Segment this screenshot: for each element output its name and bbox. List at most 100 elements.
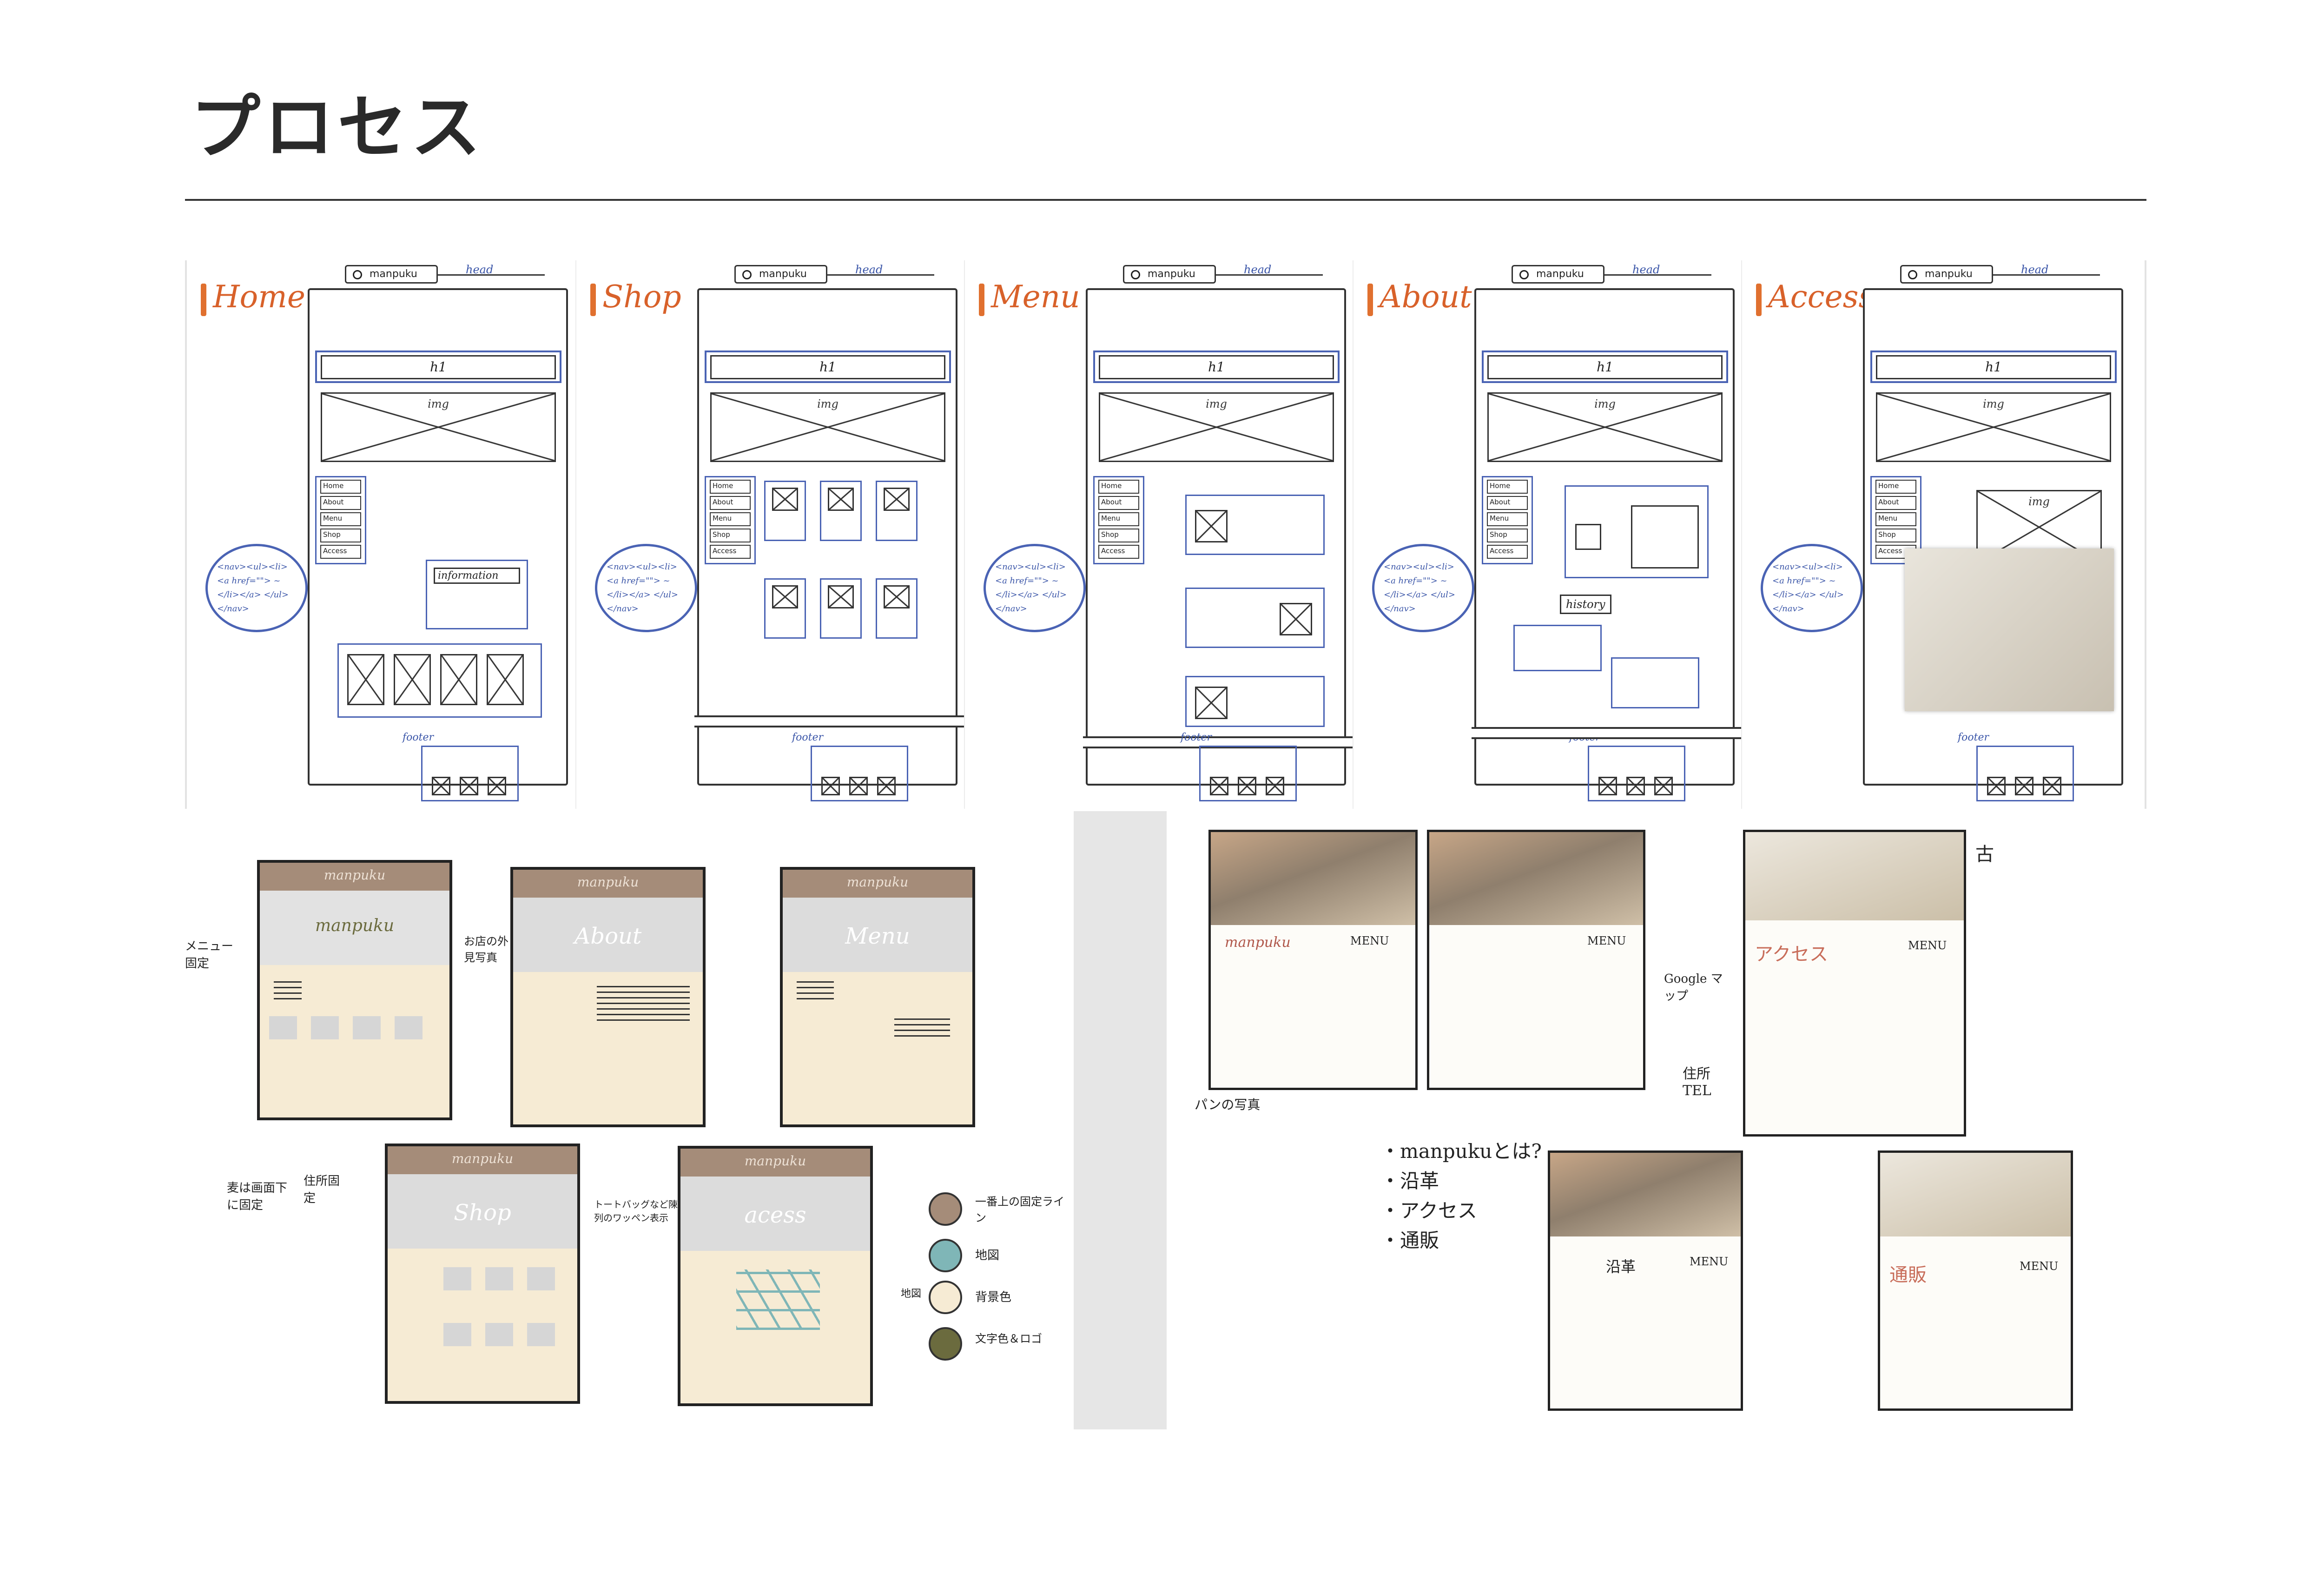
footer-note: footer <box>1181 732 1212 743</box>
footer-img <box>2043 777 2061 795</box>
swatch-label: 背景色 <box>975 1290 1012 1304</box>
footer-img <box>1210 777 1228 795</box>
note-old: 古 <box>1975 844 1994 865</box>
page-break <box>694 715 964 727</box>
head-note: head <box>1632 263 1660 276</box>
concept-item: ・沿革 <box>1380 1170 1439 1192</box>
wireframe-menu: Menu manpuku head header h1 img Home Abo… <box>964 260 1353 809</box>
nav-item: About <box>710 496 751 510</box>
product-div <box>820 578 862 639</box>
wireframe-panel: Home manpuku head header h1 img Home Abo… <box>185 260 2146 809</box>
nav-item: Menu <box>320 512 361 526</box>
menu-lines <box>274 981 302 1000</box>
paint-menu: MENU <box>1908 939 1947 952</box>
hero-img-placeholder: img <box>710 392 945 462</box>
hero-title: Shop <box>454 1200 511 1226</box>
tile <box>353 1016 381 1039</box>
bar-title: manpuku <box>577 874 639 890</box>
information-label: information <box>434 568 520 584</box>
img-label: img <box>1594 397 1616 410</box>
footer-img <box>2015 777 2034 795</box>
header-box <box>705 350 951 383</box>
color-sketch-panel: manpuku manpuku manpuku About manpuku Me… <box>185 811 1073 1429</box>
page-label: Shop <box>590 279 681 316</box>
footer-img <box>1266 777 1284 795</box>
note-map: 地図 <box>901 1288 922 1300</box>
product-img <box>828 585 854 608</box>
text-lines <box>597 986 690 1023</box>
nav-item: Menu <box>1487 512 1528 526</box>
color-swatch-text <box>929 1327 962 1361</box>
concept-item: ・通販 <box>1380 1229 1439 1252</box>
bar-title: manpuku <box>324 867 386 883</box>
h1-box: h1 <box>1487 355 1723 379</box>
about-div <box>1565 485 1709 578</box>
paint-menu: MENU <box>1350 934 1389 947</box>
product-img <box>772 488 798 511</box>
menu-lines <box>797 981 834 1000</box>
map-sketch <box>736 1269 820 1330</box>
head-tab: manpuku <box>1900 265 1993 284</box>
swatch-label: 一番上の固定ライン <box>975 1195 1064 1224</box>
nav-item: Menu <box>1875 512 1916 526</box>
mockup-home: manpuku manpuku <box>257 860 452 1120</box>
img-label: img <box>1983 397 2004 410</box>
nav-item: Access <box>710 545 751 559</box>
wireframe-home: Home manpuku head header h1 img Home Abo… <box>187 260 575 809</box>
tile <box>311 1016 339 1039</box>
hero-area: manpuku <box>260 891 449 965</box>
head-note: head <box>466 263 494 276</box>
color-swatch-background <box>929 1281 962 1314</box>
hero-img-placeholder: img <box>321 392 556 462</box>
tile <box>269 1016 297 1039</box>
footer-box <box>1976 746 2074 801</box>
nav-item: Access <box>320 545 361 559</box>
img-label: img <box>428 397 449 410</box>
phone-frame: h1 img Home About Menu Shop Access foote… <box>1083 288 1353 801</box>
top-bar: manpuku <box>513 870 703 898</box>
note-address-tel: 住所 TEL <box>1683 1066 1711 1099</box>
h1-box: h1 <box>1099 355 1334 379</box>
code-bubble: <nav><ul><li> <a href=""> ~</li></a> </u… <box>1761 544 1863 632</box>
product-img <box>884 585 910 608</box>
color-swatch-bar <box>929 1192 962 1226</box>
menu-div <box>1185 588 1325 648</box>
history-item <box>1513 625 1602 671</box>
note-other-shop: トートバッグなど陳列のワッペン表示 <box>594 1199 678 1223</box>
page-label: Menu <box>979 279 1080 316</box>
product-img <box>772 585 798 608</box>
note-bread-photo: パンの写真 <box>1195 1097 1261 1112</box>
footer-img <box>488 777 506 795</box>
paint-shop: 通販 MENU <box>1878 1150 2073 1411</box>
map-img-label: img <box>2028 495 2050 508</box>
note-shop-photo: お店の外見写真 <box>464 935 508 964</box>
hero-area: Shop <box>388 1174 577 1249</box>
wireframe-shop: Shop manpuku head header h1 img Home Abo… <box>575 260 965 809</box>
h1-box: h1 <box>1876 355 2111 379</box>
footer-box <box>1199 746 1297 801</box>
tile <box>527 1323 555 1346</box>
nav-item: Shop <box>1875 529 1916 542</box>
product-img <box>828 488 854 511</box>
nav-item: About <box>1098 496 1139 510</box>
note-wheat-fixed: 麦は画面下に固定 <box>227 1181 288 1212</box>
img-label: img <box>1206 397 1227 410</box>
menu-img <box>1195 687 1228 719</box>
top-bar: manpuku <box>388 1146 577 1174</box>
color-swatch-map <box>929 1239 962 1272</box>
note-google-map: Google マップ <box>1664 972 1723 1003</box>
product-div <box>764 578 806 639</box>
nav-box: Home About Menu Shop Access <box>705 476 756 564</box>
mockup-shop: manpuku Shop <box>385 1144 580 1404</box>
tile <box>485 1323 513 1346</box>
nav-item: Shop <box>320 529 361 542</box>
head-tab: manpuku <box>345 265 438 284</box>
page-label: Access <box>1756 279 1874 316</box>
hero-area: acess <box>680 1177 870 1251</box>
head-line <box>1993 274 2100 276</box>
footer-img <box>821 777 840 795</box>
phone-frame: h1 img Home About Menu Shop Access histo… <box>1472 288 1741 801</box>
code-bubble: <nav><ul><li> <a href=""> ~</li></a> </u… <box>984 544 1086 632</box>
concept-item: ・アクセス <box>1380 1199 1477 1222</box>
hero-img-placeholder: img <box>1099 392 1334 462</box>
